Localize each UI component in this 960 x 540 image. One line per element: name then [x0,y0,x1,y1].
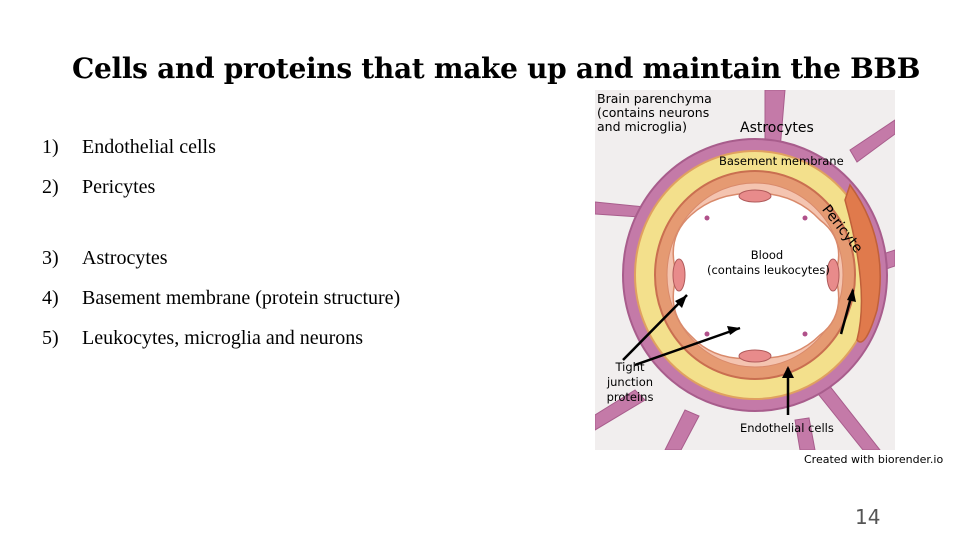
list-item-text: Basement membrane (protein structure) [82,287,401,309]
parenchyma-label-line: (contains neurons [597,105,710,120]
basement-membrane-label: Basement membrane [719,154,844,168]
pericyte-cell [844,183,881,343]
arrow-heads [675,288,856,378]
list-item-text: Astrocytes [82,247,168,269]
list-item-text: Endothelial cells [82,136,216,158]
astrocytes-label: Astrocytes [740,120,814,136]
slide-title: Cells and proteins that make up and main… [72,52,921,85]
endothelial-nuclei [672,189,840,363]
list-item-text: Leukocytes, microglia and neurons [82,327,364,349]
parenchyma-label-line: Brain parenchyma [597,91,712,106]
tight-junction-label: Tight junction proteins [603,360,657,405]
credit-text: Created with biorender.io [804,453,944,466]
blood-label-line: Blood [750,248,784,262]
list-item-number: 5) [42,327,59,349]
parenchyma-label: Brain parenchyma (contains neurons and m… [597,92,712,134]
page-number: 14 [855,505,881,529]
bbb-diagram-svg [595,90,895,450]
list-item-number: 1) [42,136,59,158]
list-item-number: 2) [42,176,59,198]
tight-junction-dots [704,215,808,337]
endothelial-cells-label: Endothelial cells [740,421,834,435]
tight-junction-label-line: Tight [615,360,645,374]
tight-junction-label-line: proteins [606,390,654,404]
bbb-diagram: Brain parenchyma (contains neurons and m… [595,90,895,450]
blood-label: Blood (contains leukocytes) [707,248,830,278]
blood-label-line: (contains leukocytes) [707,263,830,277]
list-item-number: 4) [42,287,59,309]
parenchyma-label-line: and microglia) [597,119,687,134]
list-item-text: Pericytes [82,176,156,198]
list-item-number: 3) [42,247,59,269]
tight-junction-label-line: junction [606,375,654,389]
astrocyte-processes [595,90,895,450]
